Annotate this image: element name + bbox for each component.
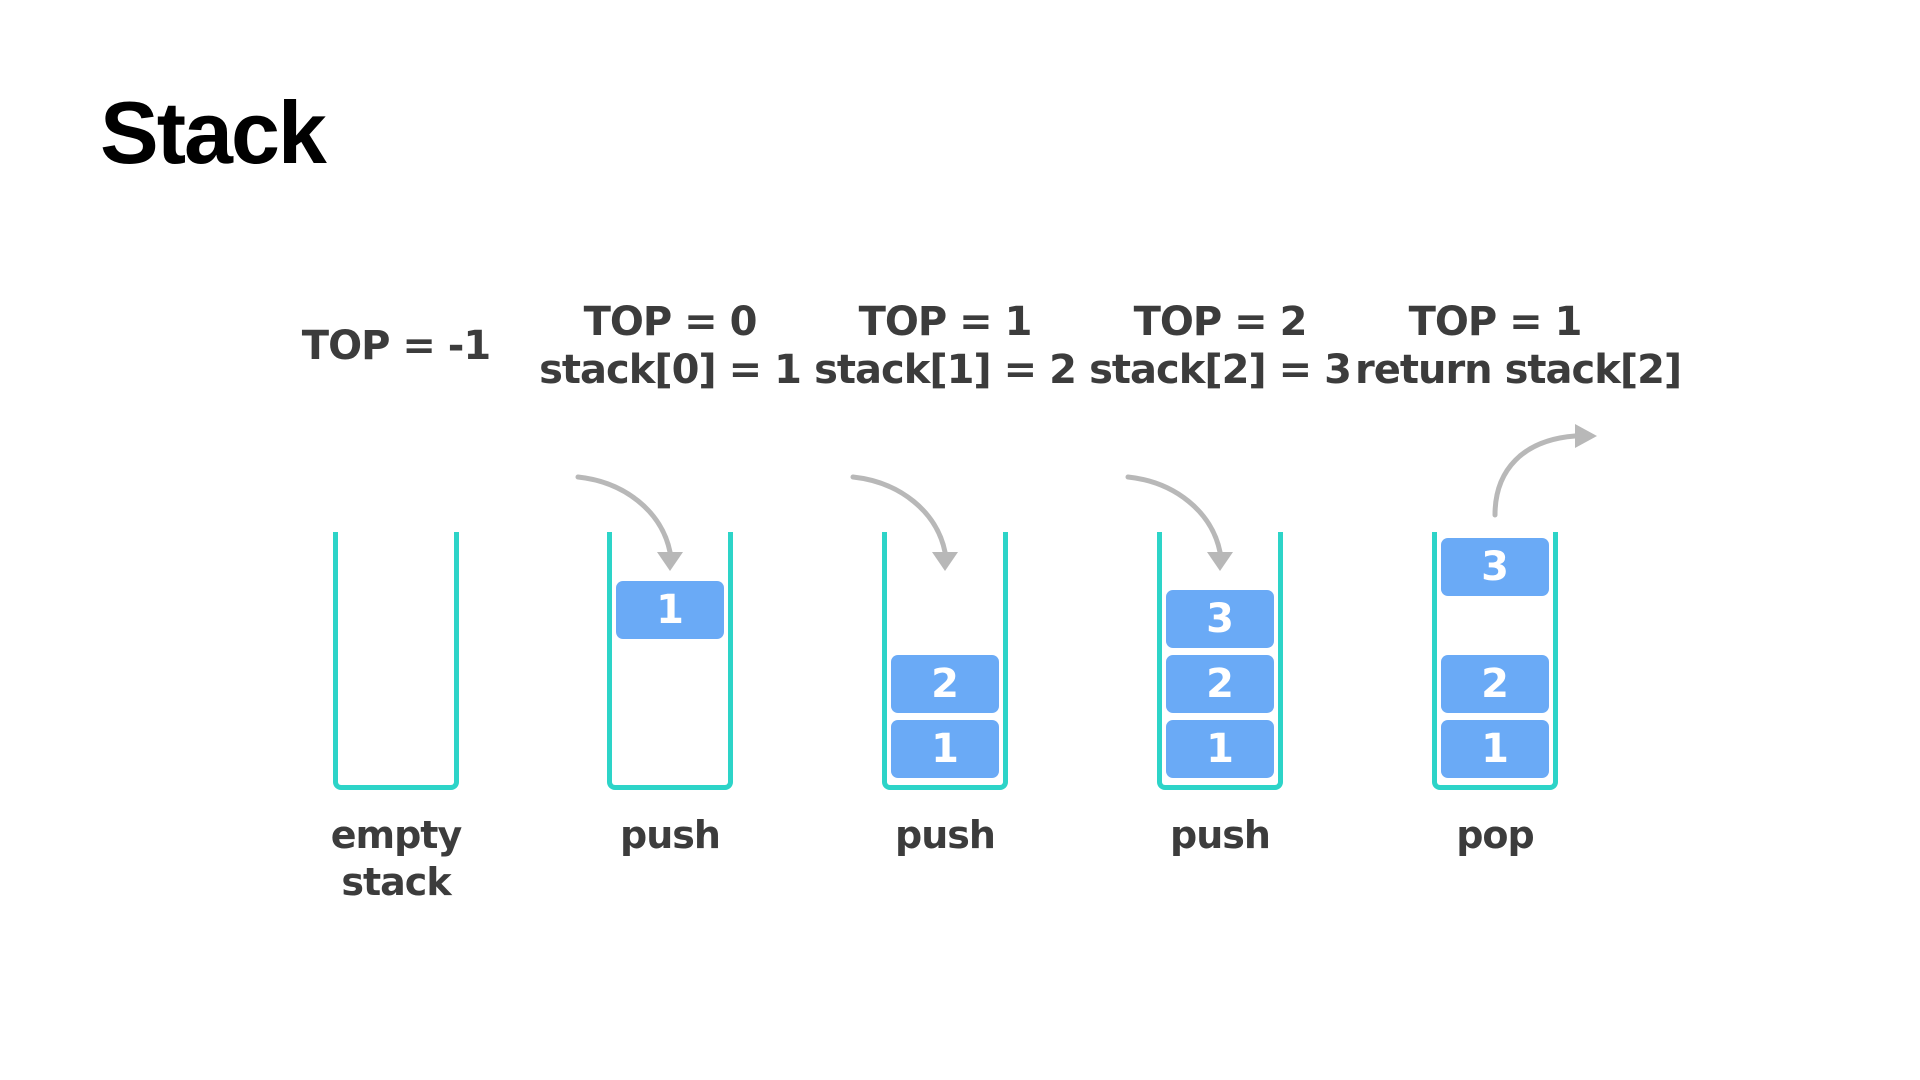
step-empty: TOP = -1 empty stack — [256, 0, 536, 1080]
popped-item: 3 — [1441, 538, 1549, 596]
step-label-line: empty — [330, 813, 463, 857]
step-header: TOP = 1 return stack[2] — [1355, 298, 1682, 394]
stack-container — [1157, 532, 1283, 790]
step-label-line: pop — [1456, 813, 1535, 857]
step-header: TOP = 0 stack[0] = 1 — [530, 298, 810, 394]
return-statement: return stack[2] — [1355, 347, 1682, 393]
step-label: push — [530, 812, 810, 859]
step-header: TOP = 1 stack[1] = 2 — [805, 298, 1085, 394]
stack-item: 1 — [1166, 720, 1274, 778]
step-label: push — [805, 812, 1085, 859]
step-label-line: push — [895, 813, 996, 857]
top-value: TOP = 1 — [1408, 299, 1583, 345]
stack-container — [607, 532, 733, 790]
top-value: TOP = 2 — [1133, 299, 1308, 345]
step-label-line: stack — [341, 860, 451, 904]
assignment: stack[1] = 2 — [814, 347, 1077, 393]
step-label-line: push — [1170, 813, 1271, 857]
stack-item: 1 — [891, 720, 999, 778]
stack-item: 3 — [1166, 590, 1274, 648]
step-header: TOP = 2 stack[2] = 3 — [1080, 298, 1360, 394]
stack-item: 2 — [1166, 655, 1274, 713]
step-label-line: push — [620, 813, 721, 857]
step-label: empty stack — [256, 812, 536, 906]
stack-container — [882, 532, 1008, 790]
step-push-1: TOP = 0 stack[0] = 1 1 push — [530, 0, 810, 1080]
stack-container — [333, 532, 459, 790]
step-push-2: TOP = 1 stack[1] = 2 1 2 push — [805, 0, 1085, 1080]
page-title: Stack — [100, 83, 327, 182]
top-value: TOP = 0 — [583, 299, 758, 345]
stack-item: 1 — [1441, 720, 1549, 778]
assignment: stack[0] = 1 — [539, 347, 802, 393]
step-header: TOP = -1 — [256, 322, 536, 370]
step-label: push — [1080, 812, 1360, 859]
top-value: TOP = -1 — [301, 323, 491, 369]
stack-item: 2 — [891, 655, 999, 713]
assignment: stack[2] = 3 — [1089, 347, 1352, 393]
step-label: pop — [1355, 812, 1635, 859]
stack-item: 1 — [616, 581, 724, 639]
stack-item: 2 — [1441, 655, 1549, 713]
step-push-3: TOP = 2 stack[2] = 3 1 2 3 push — [1080, 0, 1360, 1080]
stack-container — [1432, 532, 1558, 790]
step-pop: TOP = 1 return stack[2] 1 2 3 pop — [1355, 0, 1682, 1080]
top-value: TOP = 1 — [858, 299, 1033, 345]
